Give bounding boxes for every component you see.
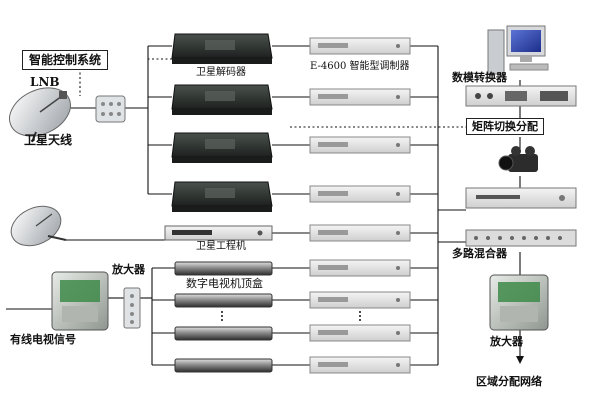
modulator-unit [309, 291, 411, 309]
modulator-unit [309, 324, 411, 342]
splitter-icon [123, 287, 141, 329]
modulator-unit [309, 136, 411, 154]
set-top-box-unit [174, 293, 273, 308]
stb-label: 数字电视机顶盒 [186, 277, 263, 290]
cable-signal-label: 有线电视信号 [10, 333, 76, 346]
satellite-receiver-unit [164, 225, 273, 241]
modulator-label: E-4600 智能型调制器 [310, 61, 410, 72]
set-top-box-unit [174, 326, 273, 341]
distribution-network-label: 区域分配网络 [476, 375, 542, 388]
amplifier-left-label: 放大器 [112, 263, 145, 276]
connection-lines [6, 45, 524, 366]
satellite-decoder-unit [171, 84, 273, 115]
lnb-icon [59, 91, 67, 99]
amplifier-icon [489, 274, 549, 331]
modulator-unit [309, 88, 411, 106]
amplifier-icon [51, 271, 109, 331]
set-top-box-unit [174, 261, 273, 276]
combiner-unit [465, 229, 577, 247]
modulator-unit [309, 356, 411, 374]
satellite-dish-icon [9, 87, 71, 143]
modulator-unit [309, 224, 411, 242]
satellite-dish-icon [10, 205, 67, 247]
ellipsis-dots [221, 311, 361, 321]
splitter-icon [95, 95, 126, 123]
combiner-label: 多路混合器 [452, 247, 507, 260]
satellite-decoder-label: 卫星解码器 [196, 67, 246, 78]
matrix-switch-label: 矩阵切换分配 [466, 118, 544, 135]
modulator-unit [309, 185, 411, 203]
amplifier-right-label: 放大器 [490, 335, 523, 348]
satellite-decoder-unit [171, 33, 273, 64]
lnb-label: LNB [30, 75, 60, 89]
control-system-label: 智能控制系统 [22, 50, 109, 70]
da-converter-unit [465, 85, 577, 107]
satellite-decoder-unit [171, 132, 273, 163]
da-converter-label: 数模转换器 [452, 71, 507, 84]
modulator-unit [309, 259, 411, 277]
satellite-antenna-label: 卫星天线 [24, 133, 73, 147]
satellite-decoder-unit [171, 181, 273, 212]
satellite-receiver-label: 卫星工程机 [196, 241, 246, 252]
camera-icon [498, 146, 538, 172]
dvd-player-unit [465, 187, 577, 209]
set-top-box-unit [174, 358, 273, 373]
computer-icon [487, 25, 549, 75]
modulator-unit [309, 37, 411, 55]
